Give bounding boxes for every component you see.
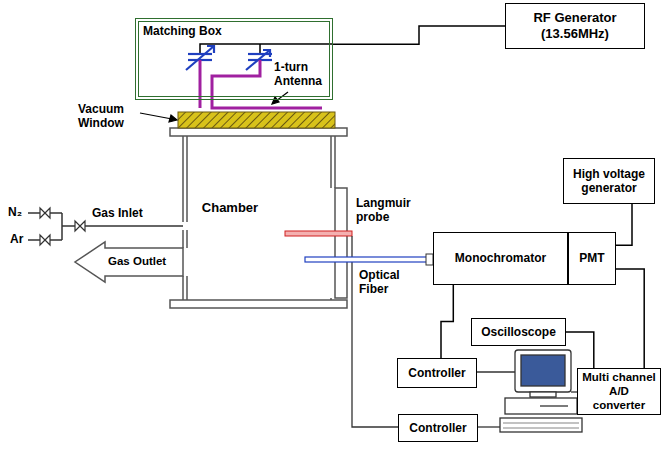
power-supply-box: High voltage generator — [563, 158, 655, 204]
valve-symbol — [40, 208, 85, 245]
box-text: Multi channel A/D converter — [582, 371, 656, 412]
computer — [500, 350, 582, 432]
cable-connector — [333, 26, 505, 44]
box-text: Controller — [409, 421, 466, 435]
cable-connector — [566, 332, 594, 368]
probe-cable — [352, 236, 398, 427]
chamber-body — [170, 128, 347, 308]
computer-cable — [477, 372, 577, 427]
part-label: Vacuum Window — [78, 102, 138, 131]
fiber-connector — [426, 254, 433, 265]
part-label: Optical Fiber — [359, 268, 411, 297]
cable-connector — [616, 204, 632, 245]
pmt-box: PMT — [568, 232, 616, 285]
gas-name: N₂ — [8, 205, 22, 219]
box-text: PMT — [579, 251, 604, 265]
monochromator-box: Monochromator — [433, 232, 568, 285]
converter-box: Multi channel A/D converter — [577, 368, 661, 415]
chamber-wall — [183, 136, 335, 300]
box-text: Monochromator — [455, 251, 546, 265]
box-text: High voltage generator — [568, 167, 650, 196]
part-label: 1-turn Antenna — [274, 60, 329, 89]
box-text: Oscilloscope — [481, 325, 556, 339]
langmuir-probe — [285, 231, 352, 236]
box-text: Chamber — [202, 200, 258, 216]
box-text: Controller — [408, 366, 465, 380]
pipe-label: Gas Inlet — [92, 206, 143, 220]
box-text: Matching Box — [143, 24, 222, 38]
controller-box: Controller — [398, 414, 478, 442]
cable-connector — [616, 269, 644, 368]
optical-fiber — [305, 257, 427, 262]
gas-outlet-arrow — [75, 242, 183, 282]
pipe-label: Gas Outlet — [108, 255, 166, 269]
oscilloscope-box: Oscilloscope — [471, 318, 566, 346]
generator-box: RF Generator (13.56MHz) — [505, 3, 645, 49]
vacuum-window — [178, 112, 335, 128]
gas-name: Ar — [10, 232, 23, 246]
box-text: RF Generator (13.56MHz) — [510, 10, 640, 41]
chamber: Chamber — [190, 196, 270, 220]
cable-connector — [441, 285, 453, 358]
part-label: Langmuir probe — [356, 196, 418, 225]
controller-box: Controller — [397, 358, 477, 388]
